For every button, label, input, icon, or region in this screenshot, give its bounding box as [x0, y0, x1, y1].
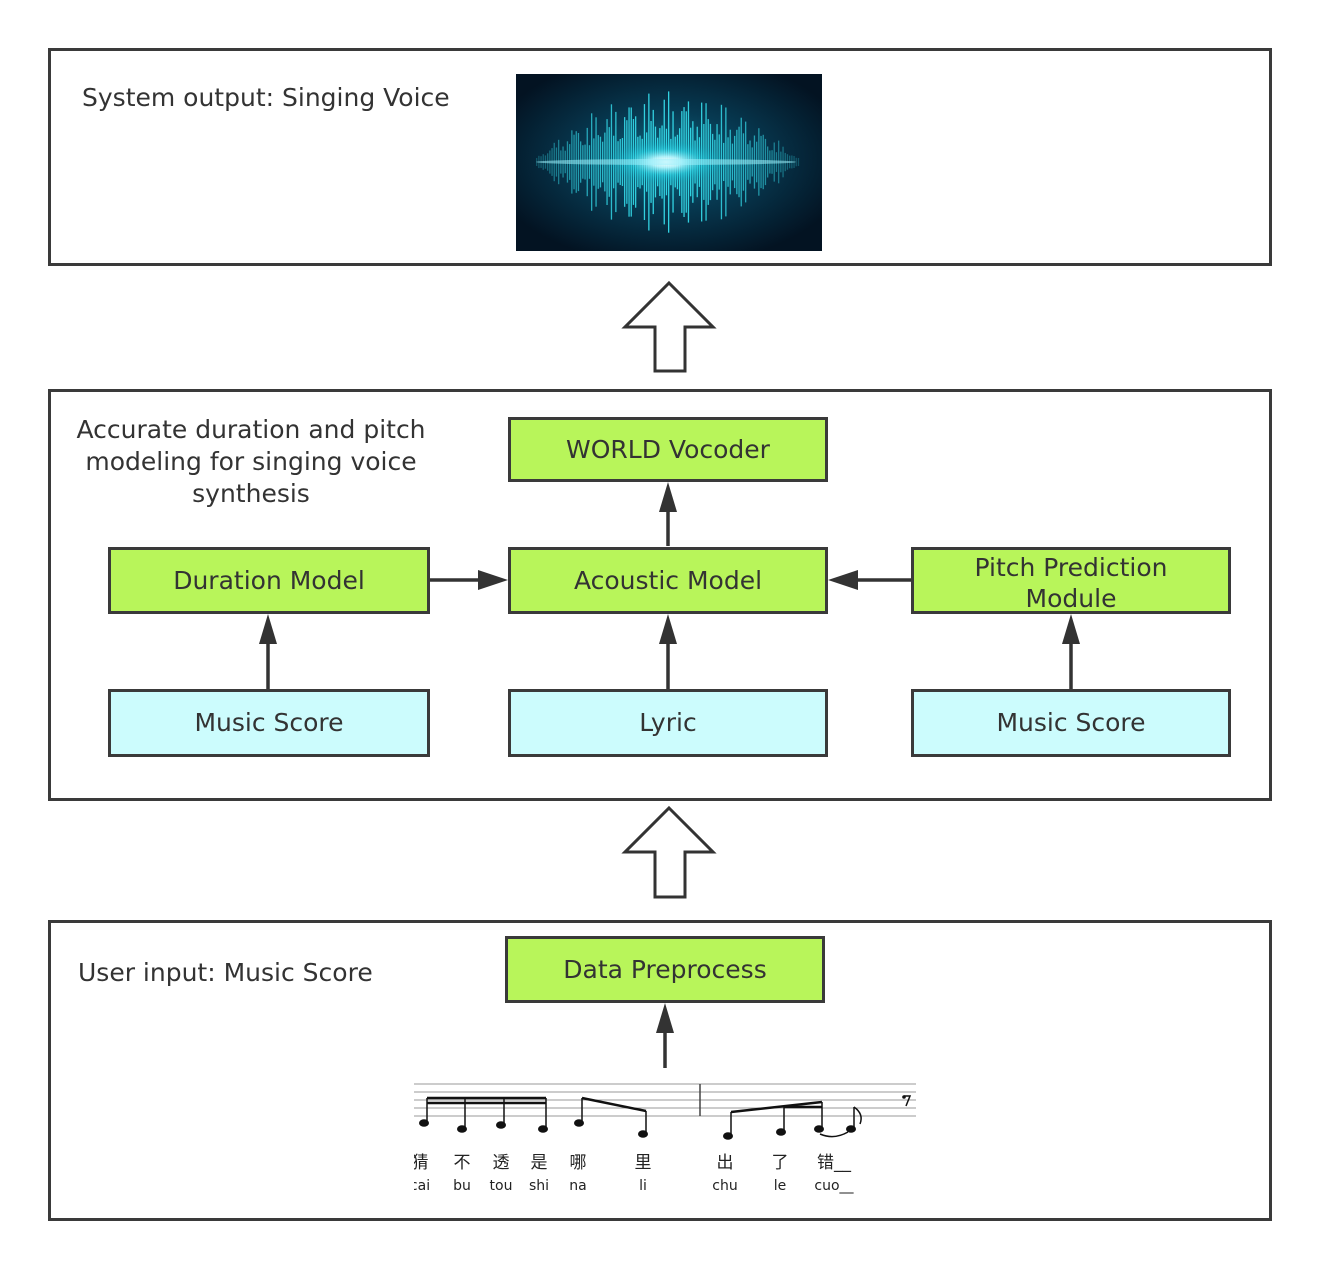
arrowhead-vocoder: [659, 482, 677, 512]
arrowhead-acoustic-left: [478, 570, 508, 590]
score-hanzi: 猜 不 透 是 哪 里 出 了 错__: [414, 1153, 851, 1173]
music-score-right-node[interactable]: Music Score: [911, 689, 1231, 757]
world-vocoder-node[interactable]: WORLD Vocoder: [508, 417, 828, 482]
score-pinyin-9: cuo__: [814, 1178, 854, 1194]
model-caption-line-1: Accurate duration and pitch: [76, 415, 426, 444]
model-caption: Accurate duration and pitch modeling for…: [60, 414, 442, 510]
note-group-3: [723, 1095, 912, 1140]
score-pinyin-4: shi: [529, 1178, 549, 1194]
input-caption: User input: Music Score: [78, 958, 373, 987]
score-hanzi-3: 透: [493, 1153, 510, 1173]
lyric-node[interactable]: Lyric: [508, 689, 828, 757]
arrowhead-duration: [259, 614, 277, 644]
score-pinyin-3: tou: [490, 1178, 513, 1194]
score-pinyin-7: chu: [712, 1178, 737, 1194]
score-pinyin-5: na: [569, 1178, 586, 1194]
score-hanzi-2: 不: [454, 1153, 471, 1173]
note-group-2: [574, 1096, 648, 1138]
arrowhead-acoustic-bottom: [659, 614, 677, 644]
score-pinyin-8: le: [774, 1178, 787, 1194]
score-hanzi-4: 是: [531, 1153, 548, 1173]
duration-model-node[interactable]: Duration Model: [108, 547, 430, 614]
score-hanzi-8: 了: [772, 1153, 789, 1173]
singing-voice-waveform-image: [516, 74, 822, 251]
score-pinyin: cai bu tou shi na li chu le cuo__: [414, 1178, 855, 1194]
staff-lines: [414, 1083, 916, 1117]
score-hanzi-1: 猜: [414, 1153, 429, 1173]
score-hanzi-6: 里: [635, 1153, 652, 1173]
score-pinyin-2: bu: [453, 1178, 471, 1194]
music-score-left-node[interactable]: Music Score: [108, 689, 430, 757]
waveform-bar: [797, 158, 800, 166]
arrowhead-preprocess: [656, 1003, 674, 1033]
model-caption-line-3: synthesis: [192, 479, 310, 508]
score-hanzi-5: 哪: [570, 1153, 587, 1173]
hollow-up-arrow-top: [621, 280, 717, 373]
hollow-up-arrow-bottom: [621, 805, 717, 899]
output-caption: System output: Singing Voice: [82, 83, 450, 112]
acoustic-model-node[interactable]: Acoustic Model: [508, 547, 828, 614]
music-score-excerpt: 猜 不 透 是 哪 里 出 了 错__ cai bu tou shi na li…: [414, 1078, 916, 1196]
data-preprocess-node[interactable]: Data Preprocess: [505, 936, 825, 1003]
arrowhead-acoustic-right: [828, 570, 858, 590]
score-pinyin-6: li: [639, 1178, 647, 1194]
waveform-bar: [795, 157, 797, 167]
note-group-1: [419, 1096, 548, 1133]
arrowhead-pitch: [1062, 614, 1080, 644]
pitch-node-line-1: Pitch Prediction: [974, 552, 1168, 582]
score-pinyin-1: cai: [414, 1178, 430, 1194]
pitch-prediction-module-node[interactable]: Pitch Prediction Module: [911, 547, 1231, 614]
model-caption-line-2: modeling for singing voice: [85, 447, 417, 476]
pitch-node-line-2: Module: [1025, 583, 1117, 613]
score-hanzi-7: 出: [717, 1153, 734, 1173]
score-hanzi-9: 错__: [817, 1153, 851, 1173]
